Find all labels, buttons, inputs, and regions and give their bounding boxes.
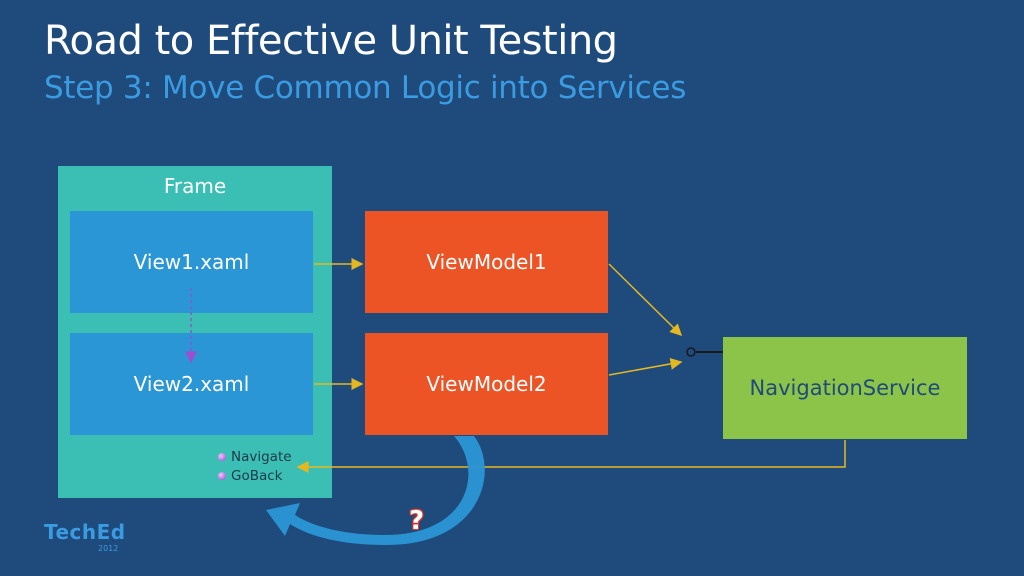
bullet-icon — [218, 472, 226, 480]
bullet-icon — [218, 453, 226, 461]
method-navigate-label: Navigate — [231, 449, 292, 465]
curved-arrow-vm2-to-frame — [266, 436, 485, 545]
logo-year: 2012 — [98, 544, 119, 553]
arrow-service-to-frame — [296, 440, 846, 473]
viewmodel2-box: ViewModel2 — [365, 333, 608, 435]
method-navigate: Navigate — [218, 449, 292, 465]
slide-subtitle: Step 3: Move Common Logic into Services — [44, 70, 687, 106]
logo-name: TechEd — [44, 520, 126, 544]
viewmodel1-box: ViewModel1 — [365, 211, 608, 313]
arrow-vm2-to-service — [608, 357, 683, 376]
slide-title: Road to Effective Unit Testing — [44, 18, 618, 64]
frame-label: Frame — [163, 174, 227, 198]
arrow-vm1-to-service — [608, 263, 683, 337]
navigation-service-label: NavigationService — [749, 376, 941, 400]
teched-logo: TechEd 2012 — [44, 520, 126, 553]
viewmodel1-label: ViewModel1 — [426, 250, 547, 274]
viewmodel2-label: ViewModel2 — [426, 372, 547, 396]
method-goback-label: GoBack — [231, 468, 283, 484]
question-mark-icon: ? — [409, 506, 425, 536]
view1-label: View1.xaml — [133, 250, 250, 274]
view2-label: View2.xaml — [133, 372, 250, 396]
view2-box: View2.xaml — [70, 333, 313, 435]
navigation-service-box: NavigationService — [723, 337, 967, 439]
method-goback: GoBack — [218, 468, 283, 484]
interface-circle — [686, 347, 696, 357]
